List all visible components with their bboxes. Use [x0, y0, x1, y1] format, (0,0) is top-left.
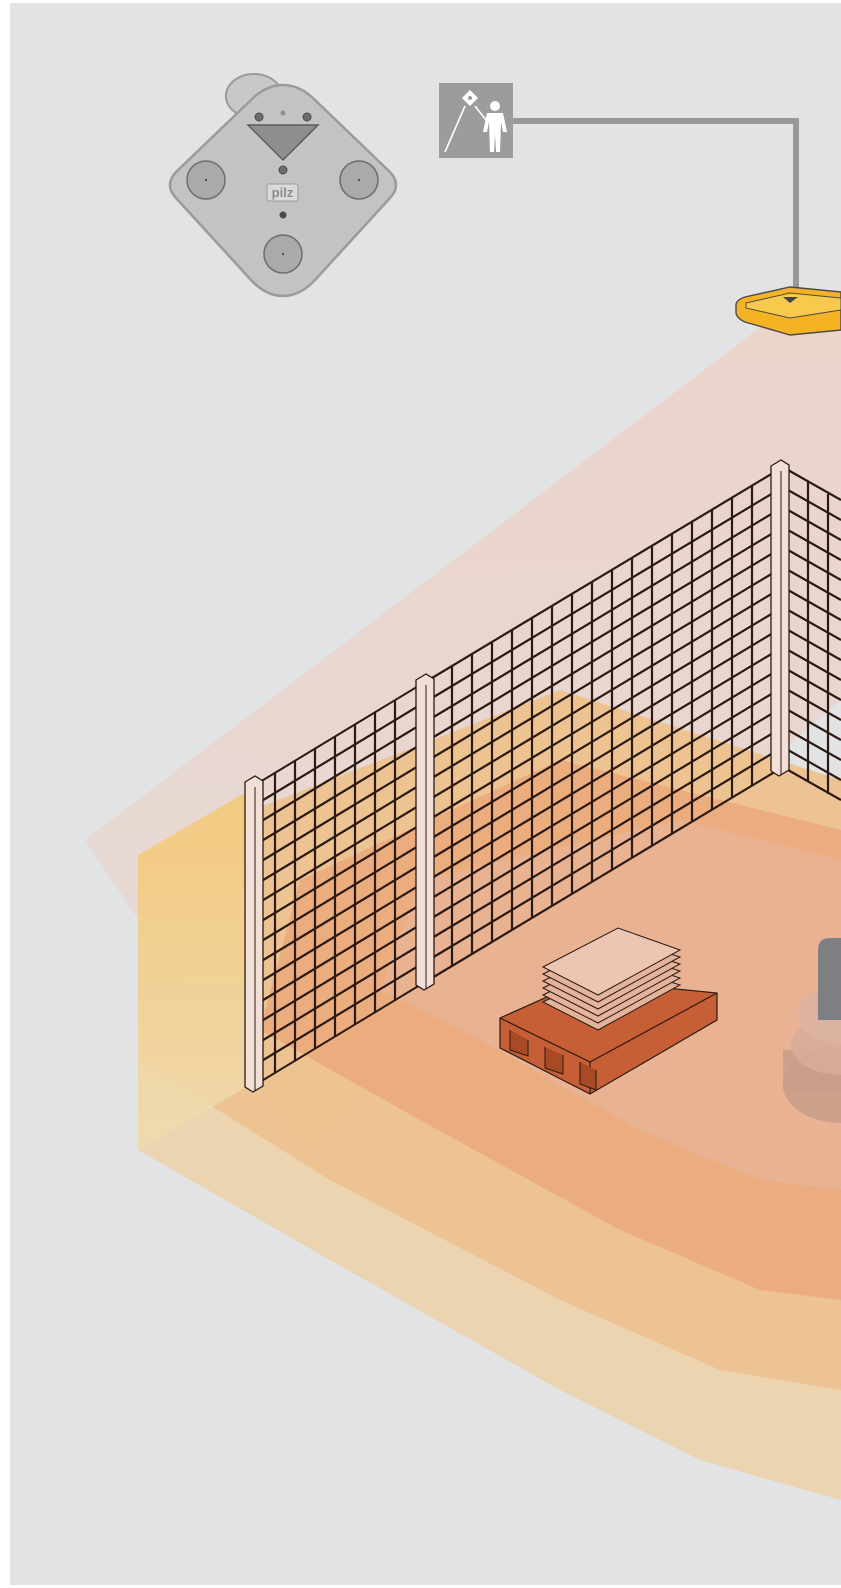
fence-post-1: [245, 776, 263, 1092]
fence-post-2: [416, 674, 434, 990]
fence-post-3: [771, 460, 789, 776]
brand-label: pilz: [272, 185, 294, 200]
camera-person-detection-icon: [439, 83, 513, 158]
